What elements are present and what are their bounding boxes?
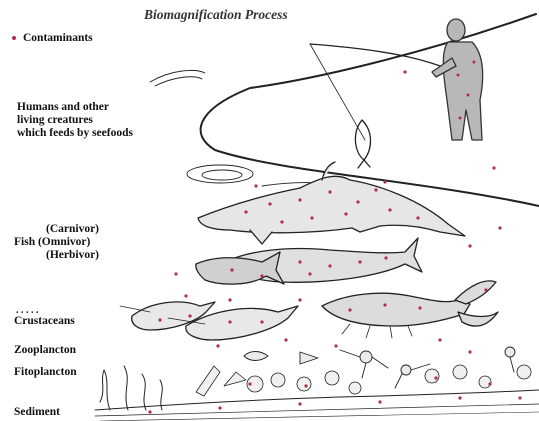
dolphin-carnivor — [198, 162, 465, 244]
human-figure — [432, 19, 483, 140]
contaminant-dots — [148, 70, 521, 413]
seaweed — [100, 366, 162, 410]
ripple — [150, 70, 205, 82]
lobster — [322, 281, 498, 338]
fishing-line — [310, 44, 365, 140]
hooked-fish — [355, 120, 370, 168]
ripple — [202, 170, 242, 180]
ripple — [155, 77, 202, 86]
fitoplancton — [196, 365, 531, 396]
